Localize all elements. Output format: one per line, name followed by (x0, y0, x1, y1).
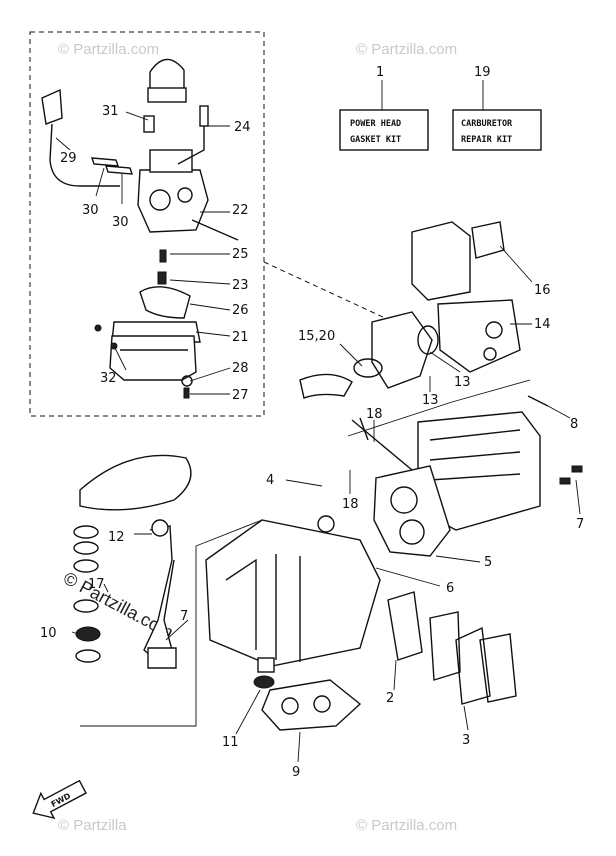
callouts: 24 31 29 30 30 22 25 23 26 21 28 27 32 1… (40, 104, 584, 780)
callout-label: 25 (232, 247, 249, 262)
watermark-text: © Partzilla.com (58, 41, 159, 58)
callout-label: 11 (222, 735, 239, 750)
callout-label: 30 (112, 215, 129, 230)
callout-label: 16 (534, 283, 551, 298)
cylinder-head-assembly (351, 395, 583, 557)
callout-label: 27 (232, 388, 249, 403)
watermark-text: © Partzilla (58, 817, 127, 834)
callout-label: 2 (386, 691, 394, 706)
callout-label: 17 (88, 577, 105, 592)
callout-label: 10 (40, 626, 57, 641)
callout-label: 7 (576, 517, 584, 532)
callout-label: 3 (462, 733, 470, 748)
callout-label: 5 (484, 555, 492, 570)
assembly-bracket (80, 519, 263, 727)
callout-label: 30 (82, 203, 99, 218)
callout-label: 19 (474, 65, 491, 80)
watermark-text: © Partzilla.com (356, 817, 457, 834)
kit-power-head: POWER HEAD GASKET KIT 1 (339, 65, 429, 151)
callout-label: 22 (232, 203, 249, 218)
crankshaft-assembly (73, 454, 192, 669)
callout-label: 31 (102, 104, 119, 119)
carburetor-group-box (29, 31, 265, 417)
callout-label: 6 (446, 581, 454, 596)
callout-label: 4 (266, 473, 274, 488)
callout-label: 14 (534, 317, 551, 332)
callout-label: 28 (232, 361, 249, 376)
callout-label: 29 (60, 151, 77, 166)
callout-label: 1 (376, 65, 384, 80)
callout-label: 9 (292, 765, 300, 780)
kit-line: CARBURETOR (461, 119, 513, 129)
crankcase-block (205, 515, 517, 731)
kit-line: GASKET KIT (350, 135, 401, 145)
callout-label: 24 (234, 120, 251, 135)
carburetor-leader-line (263, 261, 386, 319)
callout-label: 32 (100, 371, 117, 386)
callout-label: 18 (366, 407, 383, 422)
callout-label: 15,20 (298, 329, 335, 344)
kit-line: REPAIR KIT (461, 135, 512, 145)
callout-label: 18 (342, 497, 359, 512)
callout-label: 13 (422, 393, 439, 408)
callout-label: 13 (454, 375, 471, 390)
watermarks: © Partzilla.com © Partzilla.com © Partzi… (58, 41, 457, 834)
watermark-text: © Partzilla.com (356, 41, 457, 58)
kit-carburetor-repair: CARBURETOR REPAIR KIT 19 (452, 65, 542, 151)
callout-label: 26 (232, 303, 249, 318)
kit-line: POWER HEAD (350, 119, 401, 129)
assembly-bracket (347, 379, 531, 437)
callout-label: 7 (180, 609, 188, 624)
leader-lines (55, 111, 581, 763)
carburetor-assembly (41, 58, 239, 399)
callout-label: 8 (570, 417, 578, 432)
intake-manifold-assembly (299, 221, 521, 399)
callout-label: 23 (232, 278, 249, 293)
callout-label: 12 (108, 530, 125, 545)
callout-label: 21 (232, 330, 249, 345)
